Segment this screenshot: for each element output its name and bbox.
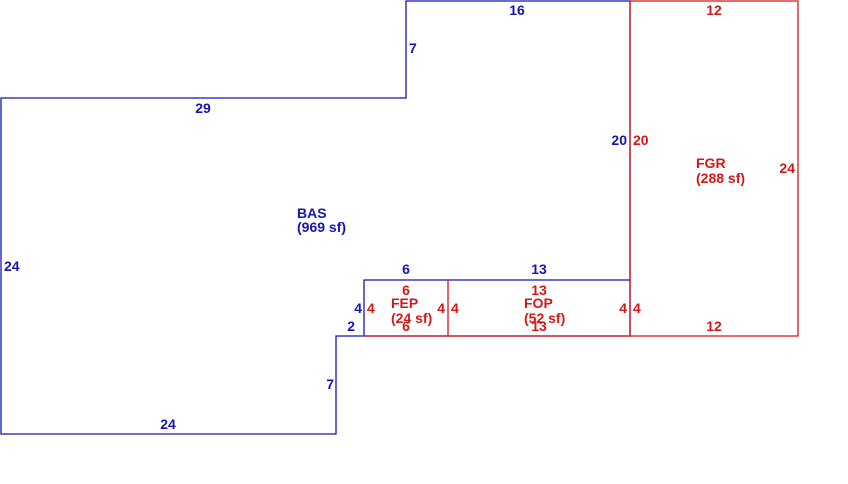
dim-bas-lower-step: 7 [326,376,334,392]
dim-bas-notch: 2 [347,318,355,334]
dim-bas-top: 16 [509,2,525,18]
bas-code: BAS [297,205,327,221]
dim-fgr-top: 12 [706,2,722,18]
fop-code: FOP [524,295,553,311]
dim-fep-top: 6 [402,282,410,298]
fep-code: FEP [391,295,418,311]
dim-bas-left: 24 [4,258,20,274]
dim-fgr-right: 24 [779,160,795,176]
dim-bas-porch-top-a: 6 [402,261,410,277]
bas-size: (969 sf) [297,219,346,235]
dim-fgr-bottom: 12 [706,318,722,334]
dim-fop-right-outer: 4 [633,300,641,316]
dim-fop-top: 13 [531,282,547,298]
fgr-outline [629,0,799,337]
dim-fep-bottom: 6 [402,318,410,334]
dim-fop-left: 4 [451,300,459,316]
fgr-size: (288 sf) [696,170,745,186]
fgr-code: FGR [696,155,726,171]
dim-fgr-left: 20 [633,132,649,148]
dim-bas-porch-top-b: 13 [531,261,547,277]
dim-fep-right: 4 [437,300,445,316]
porch-shared-edge [363,279,630,336]
dim-fop-right: 4 [619,300,627,316]
dim-bas-right: 20 [611,132,627,148]
dim-bas-porch-side: 4 [354,300,362,316]
fep-size: (24 sf) [391,310,432,326]
dim-bas-upper-left: 29 [195,100,211,116]
dim-fep-left: 4 [367,300,375,316]
dim-bas-step: 7 [409,40,417,56]
fop-size: (52 sf) [524,310,565,326]
dim-fop-bottom: 13 [531,318,547,334]
dim-bas-bottom: 24 [160,416,176,432]
